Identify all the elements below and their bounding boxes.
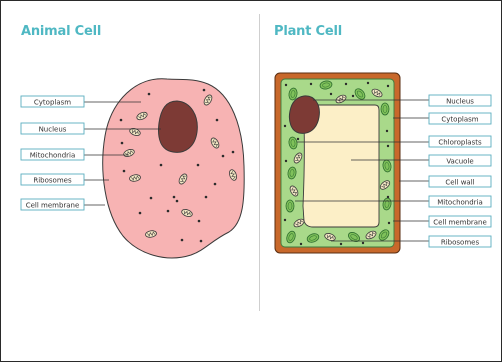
plant-label-vacuole: Vacuole — [429, 155, 491, 166]
plant-label-ribosomes-text: Ribosomes — [441, 238, 480, 246]
plant-label-cell-wall: Cell wall — [429, 176, 491, 187]
plant-label-chloroplasts-text: Chloroplasts — [438, 138, 482, 146]
animal-label-mitochondria-text: Mitochondria — [30, 151, 76, 159]
animal-label-cell-membrane: Cell membrane — [21, 199, 84, 210]
plant-label-cell-membrane: Cell membrane — [429, 216, 491, 227]
plant-label-nucleus: Nucleus — [429, 95, 491, 106]
animal-label-ribosomes: Ribosomes — [21, 174, 84, 185]
plant-label-chloroplasts: Chloroplasts — [429, 136, 491, 147]
plant-label-cytoplasm: Cytoplasm — [429, 113, 491, 124]
plant-label-ribosomes: Ribosomes — [429, 236, 491, 247]
animal-label-cytoplasm-text: Cytoplasm — [34, 98, 71, 106]
animal-label-ribosomes-text: Ribosomes — [33, 176, 72, 184]
plant-nucleus-shape — [289, 96, 319, 133]
animal-label-nucleus: Nucleus — [21, 123, 84, 134]
plant-label-nucleus-text: Nucleus — [446, 97, 474, 105]
animal-label-cell-membrane-text: Cell membrane — [26, 201, 80, 209]
animal-cell — [103, 79, 244, 258]
plant-label-cell-membrane-text: Cell membrane — [433, 218, 487, 226]
plant-label-vacuole-text: Vacuole — [446, 157, 473, 165]
animal-label-cytoplasm: Cytoplasm — [21, 96, 84, 107]
animal-nucleus-shape — [159, 101, 198, 152]
plant-label-mitochondria: Mitochondria — [429, 196, 491, 207]
animal-label-mitochondria: Mitochondria — [21, 149, 84, 160]
plant-label-cell-wall-text: Cell wall — [445, 178, 474, 186]
plant-label-mitochondria-text: Mitochondria — [437, 198, 483, 206]
plant-label-cytoplasm-text: Cytoplasm — [441, 115, 478, 123]
animal-label-nucleus-text: Nucleus — [39, 125, 67, 133]
